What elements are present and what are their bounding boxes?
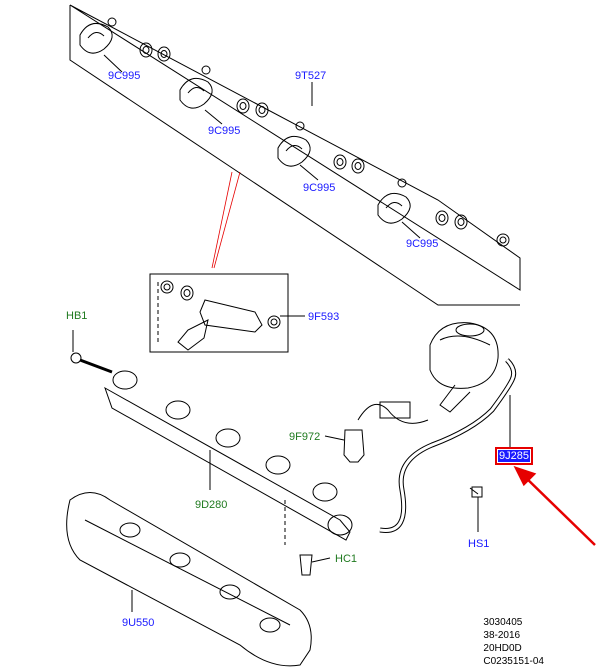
callout-9J285[interactable]: 9J285 — [495, 447, 533, 465]
callout-HS1[interactable]: HS1 — [468, 538, 490, 550]
reference-line-2: 38-2016 — [483, 630, 521, 641]
callout-HC1[interactable]: HC1 — [335, 553, 358, 565]
seal-kit-2 — [179, 65, 269, 118]
callout-HB1[interactable]: HB1 — [66, 310, 88, 322]
callout-9F593[interactable]: 9F593 — [308, 311, 340, 323]
reference-line-4: C0235151-04 — [483, 656, 544, 667]
callout-9C995-2[interactable]: 9C995 — [208, 125, 241, 137]
callout-9D280[interactable]: 9D280 — [195, 499, 228, 511]
injector-detail-box — [149, 273, 289, 353]
injector-kit-panel — [69, 4, 521, 291]
seal-kit-1 — [79, 17, 171, 62]
fuel-rail — [104, 386, 351, 541]
callout-9C995-4[interactable]: 9C995 — [406, 238, 439, 250]
callout-9C995-3[interactable]: 9C995 — [303, 182, 336, 194]
callout-9C995-1[interactable]: 9C995 — [108, 70, 141, 82]
callout-9T527[interactable]: 9T527 — [295, 70, 327, 82]
highlight-arrow — [513, 465, 596, 546]
reference-line-3: 20HD0D — [483, 643, 522, 654]
drawing-reference: 3030405 38-2016 20HD0D C0235151-04 — [483, 616, 544, 668]
rail-cups — [112, 370, 353, 536]
callout-9F972[interactable]: 9F972 — [289, 431, 321, 443]
reference-line-1: 3030405 — [483, 617, 523, 628]
seal-kit-4 — [377, 178, 510, 247]
pressure-sensor — [343, 429, 365, 463]
callout-9U550[interactable]: 9U550 — [122, 617, 155, 629]
fuel-pipe — [379, 358, 517, 533]
seal-kit-3 — [277, 121, 365, 174]
injector-body — [199, 299, 263, 333]
high-pressure-pump — [429, 322, 499, 389]
engine-cover — [66, 492, 312, 667]
